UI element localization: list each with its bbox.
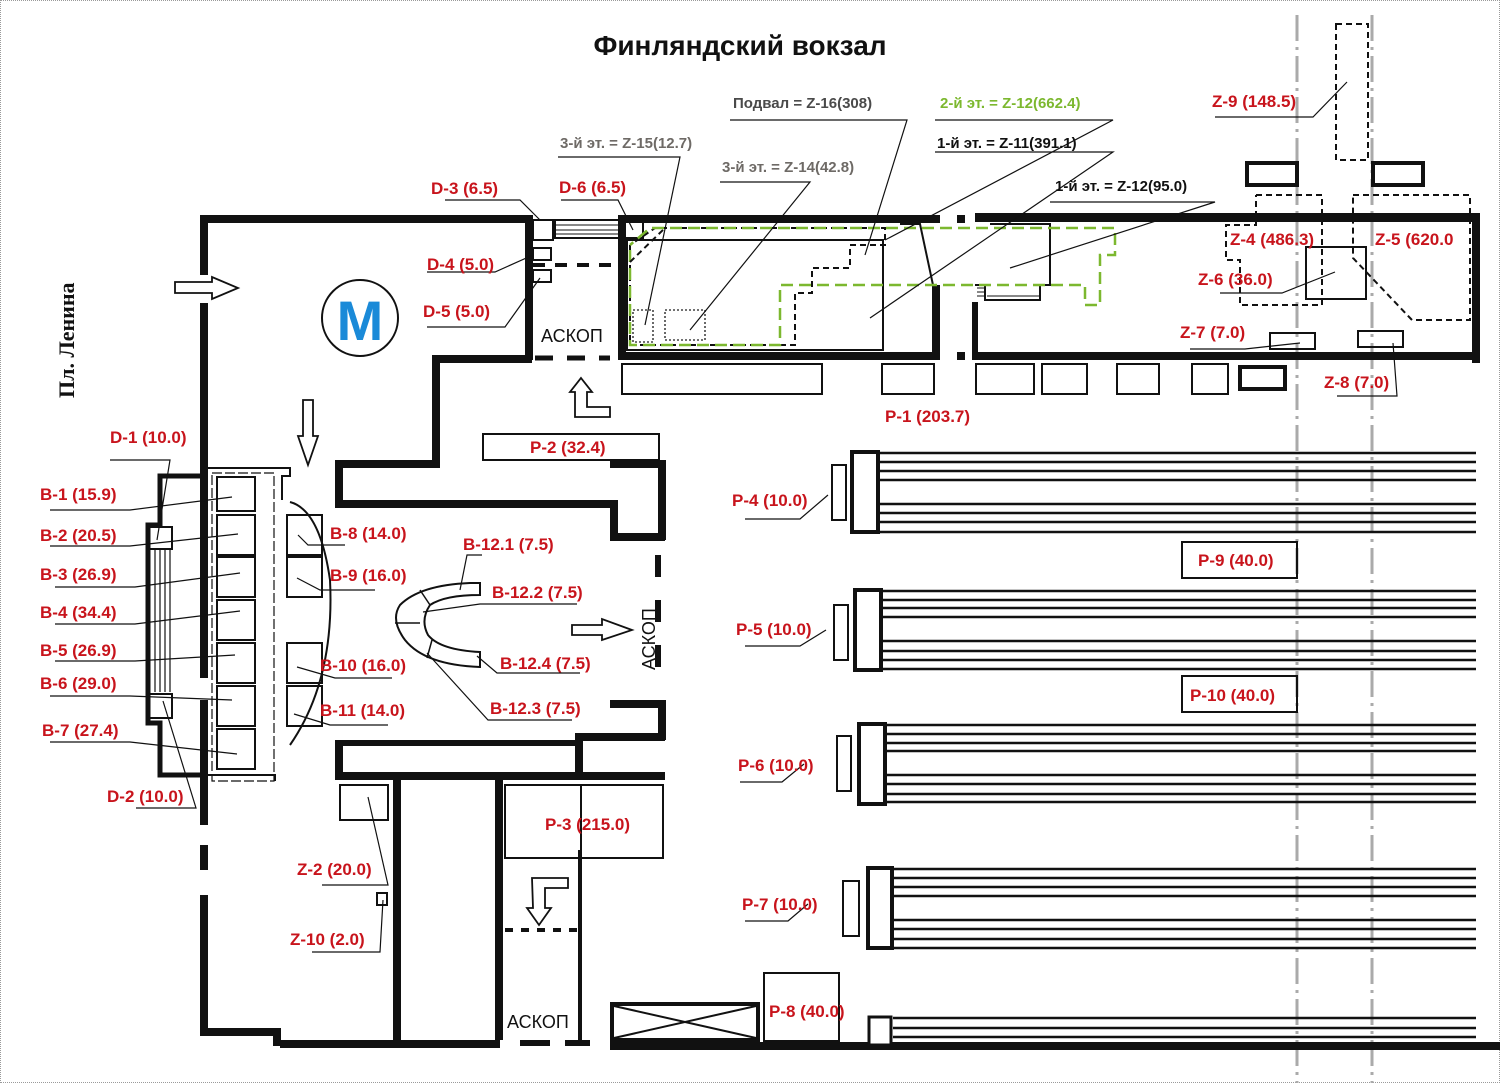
label-z8: Z-8 (7.0) xyxy=(1324,373,1389,392)
label-z9: Z-9 (148.5) xyxy=(1212,92,1296,111)
arrow-right-icon xyxy=(571,617,635,642)
label-b12-3: B-12.3 (7.5) xyxy=(490,699,581,718)
station-walls xyxy=(200,215,1500,1050)
ticket-offices xyxy=(145,467,332,782)
label-b4: B-4 (34.4) xyxy=(40,603,117,622)
label-d3: D-3 (6.5) xyxy=(431,179,498,198)
metro-letter: M xyxy=(337,289,384,352)
zone-z5-outline xyxy=(1352,194,1471,321)
platform-head xyxy=(853,588,883,672)
platform-kiosk xyxy=(833,604,849,661)
platform-kiosk xyxy=(842,880,860,937)
zone-p2-box xyxy=(482,433,660,461)
label-z5: Z-5 (620.0 xyxy=(1375,230,1453,249)
zone-z8-box xyxy=(1357,330,1404,348)
page-title: Финляндский вокзал xyxy=(593,30,886,61)
label-b5: B-5 (26.9) xyxy=(40,641,117,660)
arrow-right-icon xyxy=(174,275,241,301)
label-floor3-z14: 3-й эт. = Z-14(42.8) xyxy=(722,159,854,176)
label-z4: Z-4 (486.3) xyxy=(1230,230,1314,249)
label-d1: D-1 (10.0) xyxy=(110,428,187,447)
label-b9: B-9 (16.0) xyxy=(330,566,407,585)
label-b11: B-11 (14.0) xyxy=(320,701,405,720)
arrow-down-turn-icon xyxy=(525,877,569,927)
label-basement: Подвал = Z-16(308) xyxy=(733,95,872,112)
label-z6: Z-6 (36.0) xyxy=(1198,270,1273,289)
label-p10: P-10 (40.0) xyxy=(1190,686,1275,705)
label-p2: P-2 (32.4) xyxy=(530,438,606,457)
label-b12-4: B-12.4 (7.5) xyxy=(500,654,591,673)
askop-passages xyxy=(505,263,620,932)
label-p5: P-5 (10.0) xyxy=(736,620,812,639)
label-p4: P-4 (10.0) xyxy=(732,491,808,510)
label-floor1-z12: 1-й эт. = Z-12(95.0) xyxy=(1055,178,1187,195)
platform-kiosk xyxy=(831,464,847,521)
label-d4: D-4 (5.0) xyxy=(427,255,494,274)
label-b10: B-10 (16.0) xyxy=(320,656,406,675)
label-floor3-z15: 3-й эт. = Z-15(12.7) xyxy=(560,135,692,152)
label-b6: B-6 (29.0) xyxy=(40,674,117,693)
askop-label-bottom: АСКОП xyxy=(507,1012,569,1032)
label-b1: B-1 (15.9) xyxy=(40,485,117,504)
askop-label-vertical: АСКОП xyxy=(639,608,659,670)
label-p1: P-1 (203.7) xyxy=(885,407,970,426)
arrow-down-icon xyxy=(296,399,320,468)
p8-area xyxy=(610,972,893,1047)
label-b2: B-2 (20.5) xyxy=(40,526,117,545)
label-b3: B-3 (26.9) xyxy=(40,565,117,584)
label-b8: B-8 (14.0) xyxy=(330,524,407,543)
label-p7: P-7 (10.0) xyxy=(742,895,818,914)
arrow-up-turn-icon xyxy=(568,376,611,418)
label-p9: P-9 (40.0) xyxy=(1198,551,1274,570)
zone-z6-box xyxy=(1305,246,1367,300)
upper-stairs xyxy=(1245,161,1425,187)
north-building xyxy=(618,213,1480,363)
label-floor2-z12: 2-й эт. = Z-12(662.4) xyxy=(940,95,1080,112)
label-p6: P-6 (10.0) xyxy=(738,756,814,775)
zone-z2-box xyxy=(339,784,389,821)
label-z10: Z-10 (2.0) xyxy=(290,930,365,949)
platform-tracks xyxy=(831,450,1476,1039)
label-p3: P-3 (215.0) xyxy=(545,815,630,834)
label-z2: Z-2 (20.0) xyxy=(297,860,372,879)
label-b12-2: B-12.2 (7.5) xyxy=(492,583,583,602)
label-floor1-z11: 1-й эт. = Z-11(391.1) xyxy=(937,135,1077,152)
zone-z9-outline xyxy=(1335,23,1369,161)
label-p8: P-8 (40.0) xyxy=(769,1002,845,1021)
leader-lines xyxy=(50,81,1398,953)
zone-z4-outline xyxy=(1225,194,1323,306)
street-label: Пл. Ленина xyxy=(54,283,79,399)
label-b12-1: B-12.1 (7.5) xyxy=(463,535,554,554)
metro-logo-icon: M xyxy=(321,279,399,357)
askop-label: АСКОП xyxy=(541,326,603,346)
zone-z7-box xyxy=(1269,332,1316,350)
zone-p3-box xyxy=(504,784,664,859)
label-d5: D-5 (5.0) xyxy=(423,302,490,321)
label-d6: D-6 (6.5) xyxy=(559,178,626,197)
zone-p10-box xyxy=(1181,675,1298,713)
platform-head xyxy=(850,450,880,534)
label-z7: Z-7 (7.0) xyxy=(1180,323,1245,342)
platform-head xyxy=(866,866,894,950)
zone-z10-box xyxy=(376,892,388,906)
zone-p9-box xyxy=(1181,541,1298,579)
platform-kiosk xyxy=(836,735,852,792)
label-b7: B-7 (27.4) xyxy=(42,721,119,740)
b12-horseshoe xyxy=(395,582,481,669)
platform-head xyxy=(857,722,887,806)
label-d2: D-2 (10.0) xyxy=(107,787,184,806)
kiosk-row xyxy=(621,363,1287,395)
